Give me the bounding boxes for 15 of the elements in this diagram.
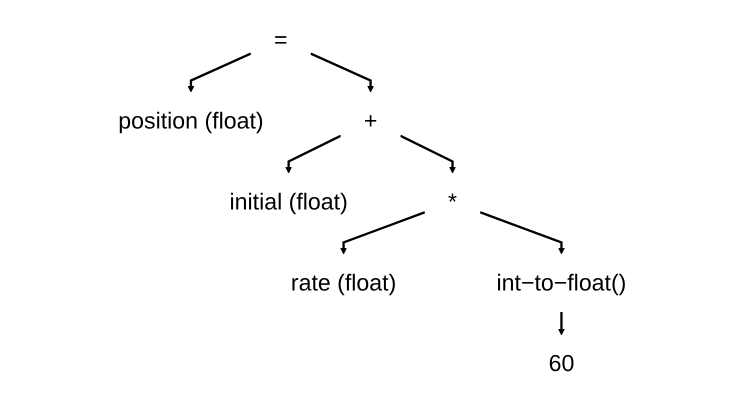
node-text: + — [364, 108, 378, 134]
node-text: * — [448, 189, 458, 215]
node-text: 60 — [548, 351, 574, 377]
node-text: rate (float) — [291, 270, 396, 296]
node-text: = — [274, 27, 288, 53]
node-text: position (float) — [118, 108, 264, 134]
arrow — [340, 211, 426, 254]
arrow — [400, 134, 456, 174]
arrow — [558, 312, 565, 336]
node-text: initial (float) — [230, 189, 348, 215]
arrow — [480, 211, 565, 254]
arrow — [188, 52, 252, 92]
arrow — [310, 52, 374, 92]
arrow — [285, 134, 342, 174]
node-text: int−to−float() — [496, 270, 627, 296]
